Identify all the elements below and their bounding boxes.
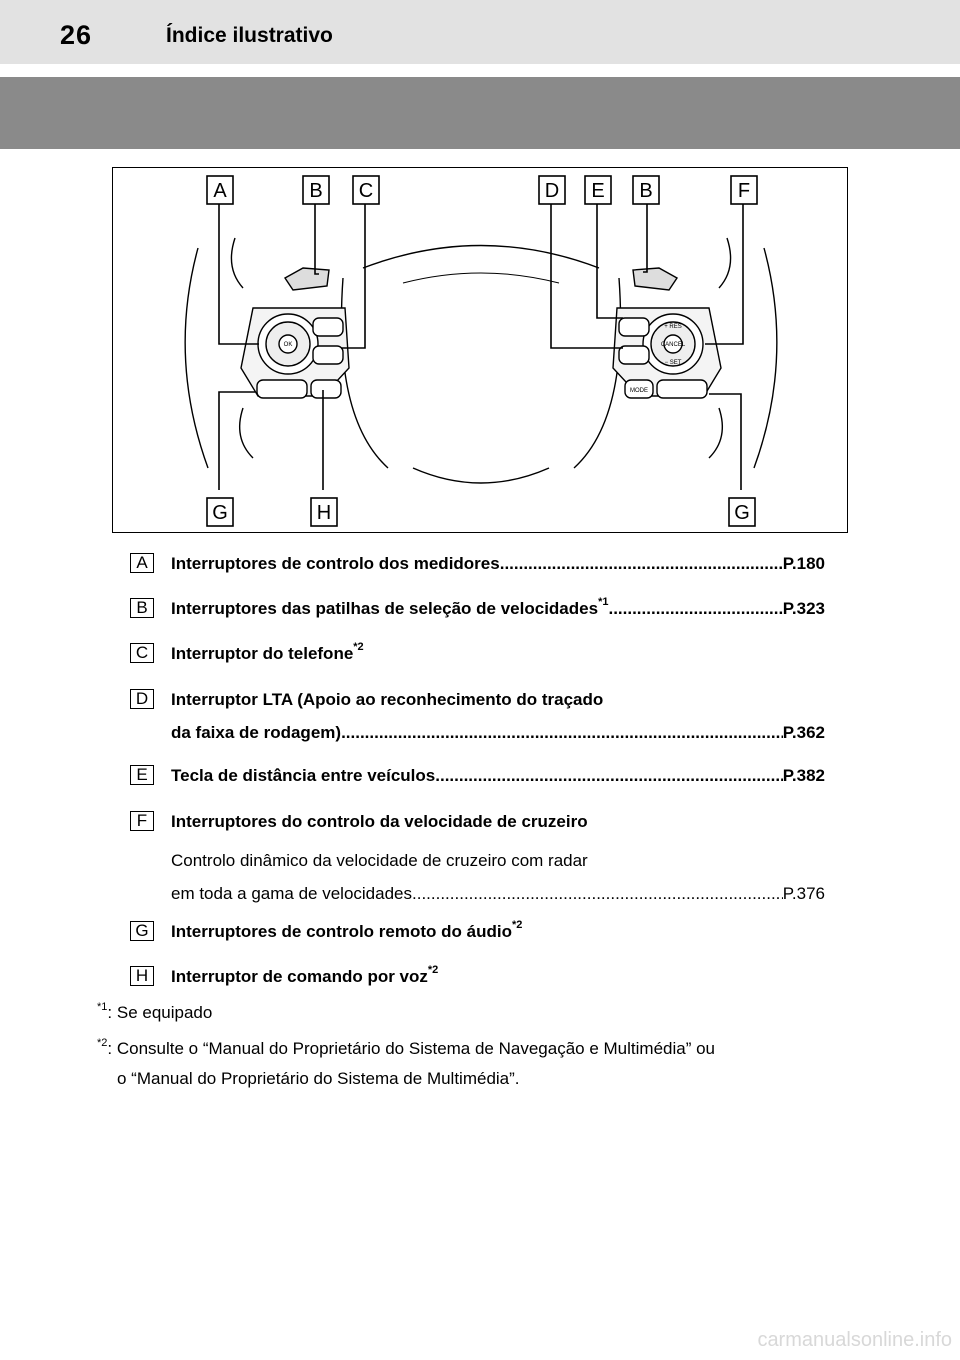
footnote-2-mark: *2 xyxy=(97,1037,108,1049)
figure-label-b-right: B xyxy=(639,180,652,202)
figure-label-b: B xyxy=(309,180,322,202)
section-band xyxy=(0,77,960,149)
entry-e-text: Tecla de distância entre veículos xyxy=(171,766,436,785)
footnote-2: *2: Consulte o “Manual do Proprietário d… xyxy=(97,1034,857,1094)
entry-b-text: Interruptores das patilhas de seleção de… xyxy=(171,599,599,618)
entry-f-sub-line2: em toda a gama de velocidades xyxy=(171,884,412,903)
entry-g-text: Interruptores de controlo remoto do áudi… xyxy=(171,922,512,941)
badge-b: B xyxy=(130,598,154,618)
page-number: 26 xyxy=(60,20,93,50)
figure-label-h: H xyxy=(317,502,331,524)
entry-f-text: Interruptores do controlo da velocidade … xyxy=(171,812,588,831)
footnote-2-text: : Consulte o “Manual do Proprietário do … xyxy=(107,1039,716,1058)
figure-label-c: C xyxy=(359,180,373,202)
res-label: + RES xyxy=(664,324,682,330)
entry-b-ref: P.323 xyxy=(782,599,825,618)
entry-a-text: Interruptores de controlo dos medidores xyxy=(171,554,500,573)
figure-label-g-right: G xyxy=(734,502,750,524)
entry-h-sup: *2 xyxy=(427,964,439,976)
entry-b-sup: *1 xyxy=(598,596,609,608)
footnote-1-text: : Se equipado xyxy=(107,1003,213,1022)
badge-e: E xyxy=(130,765,154,785)
entry-c-text: Interruptor do telefone xyxy=(171,644,354,663)
page-header: 26 Índice ilustrativo xyxy=(0,0,960,64)
figure-label-f: F xyxy=(738,180,750,202)
entry-h-text: Interruptor de comando por voz xyxy=(171,967,428,986)
entry-f-sub-line1: Controlo dinâmico da velocidade de cruze… xyxy=(171,851,588,870)
figure-label-d: D xyxy=(545,180,559,202)
badge-f: F xyxy=(130,811,154,831)
entry-a-ref: P.180 xyxy=(782,554,825,573)
badge-d: D xyxy=(130,689,154,709)
entry-d-text-line1: Interruptor LTA (Apoio ao reconhecimento… xyxy=(171,690,604,709)
figure-label-e: E xyxy=(591,180,604,202)
cancel-label: CANCEL xyxy=(661,342,686,348)
mode-label: MODE xyxy=(630,388,648,394)
badge-g: G xyxy=(130,921,154,941)
entry-c-sup: *2 xyxy=(353,641,364,653)
ok-button-label: OK xyxy=(284,342,293,348)
footnote-1-mark: *1 xyxy=(97,1001,108,1013)
entry-f-sub-ref: P.376 xyxy=(782,884,825,903)
badge-a: A xyxy=(130,553,154,573)
figure-label-a: A xyxy=(213,180,227,202)
steering-wheel-diagram: A B C D E B F G H G OK + RES CANCEL − SE… xyxy=(184,175,778,527)
entry-e-ref: P.382 xyxy=(782,766,825,785)
footnote-2-text-line2: o “Manual do Proprietário do Sistema de … xyxy=(117,1069,520,1088)
footnote-1: *1: Se equipado xyxy=(97,998,857,1028)
badge-c: C xyxy=(130,643,154,663)
badge-h: H xyxy=(130,966,154,986)
section-title: Índice ilustrativo xyxy=(166,24,333,47)
set-label: − SET xyxy=(665,360,682,366)
watermark: carmanualsonline.info xyxy=(757,1329,952,1351)
entry-d-ref: P.362 xyxy=(782,723,825,742)
entry-g-sup: *2 xyxy=(511,919,523,931)
entry-d-text-line2: da faixa de rodagem) xyxy=(171,723,342,742)
figure-label-g-left: G xyxy=(212,502,228,524)
steering-wheel-figure: A B C D E B F G H G OK + RES CANCEL − SE… xyxy=(112,167,848,533)
